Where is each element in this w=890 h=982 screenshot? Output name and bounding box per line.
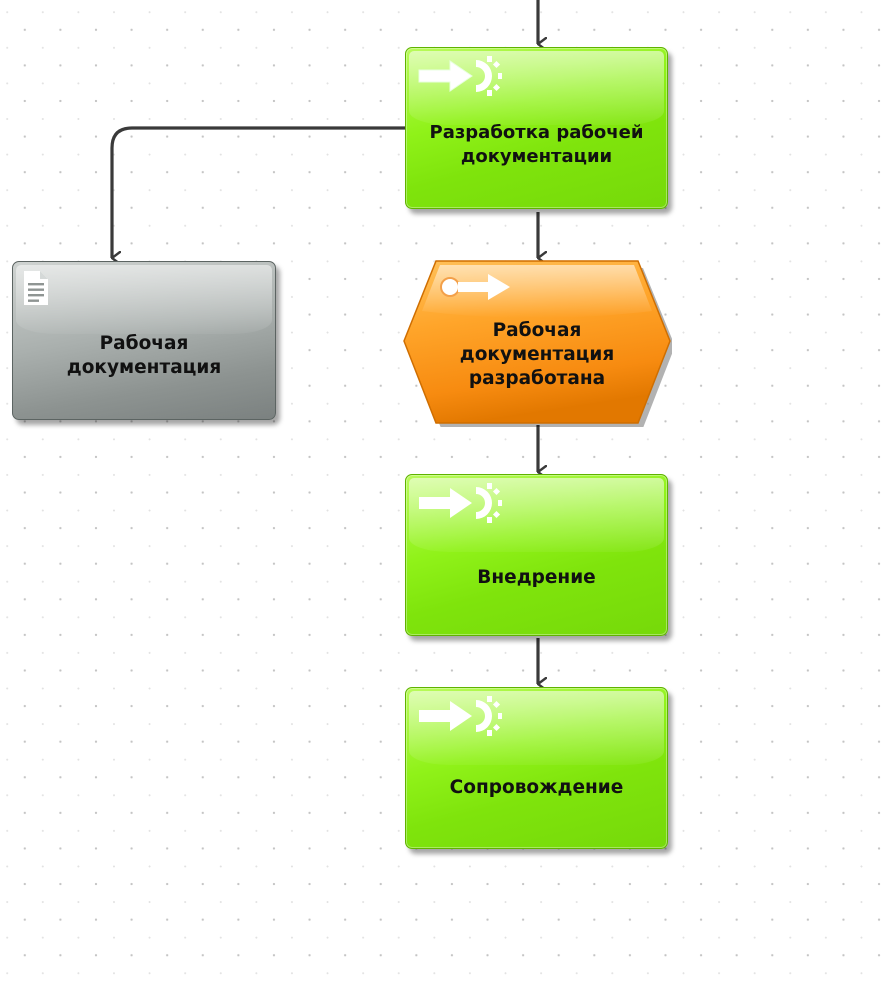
function-arrow-gear-icon bbox=[418, 56, 502, 96]
function-label: Внедрение bbox=[477, 567, 596, 588]
event-hexagon bbox=[403, 260, 672, 427]
function-node-development[interactable]: Разработка рабочей документации bbox=[405, 47, 668, 209]
document-icon bbox=[24, 271, 48, 305]
function-node-support[interactable]: Сопровождение bbox=[405, 687, 668, 849]
function-node-implementation[interactable]: Внедрение bbox=[405, 474, 668, 636]
event-label: Рабочая документация разработана bbox=[459, 320, 615, 389]
function-arrow-gear-icon bbox=[419, 696, 502, 736]
function-label: Разработка рабочей документации bbox=[429, 122, 644, 167]
document-label: Рабочая документация bbox=[66, 333, 222, 378]
document-node-working-docs[interactable]: Рабочая документация bbox=[12, 261, 276, 420]
function-label: Сопровождение bbox=[449, 777, 624, 798]
event-node-docs-developed[interactable]: Рабочая документация разработана bbox=[402, 259, 672, 427]
function-arrow-gear-icon bbox=[419, 483, 502, 523]
connector-n1-to-n2 bbox=[110, 126, 405, 258]
event-arrow-icon bbox=[440, 274, 510, 300]
